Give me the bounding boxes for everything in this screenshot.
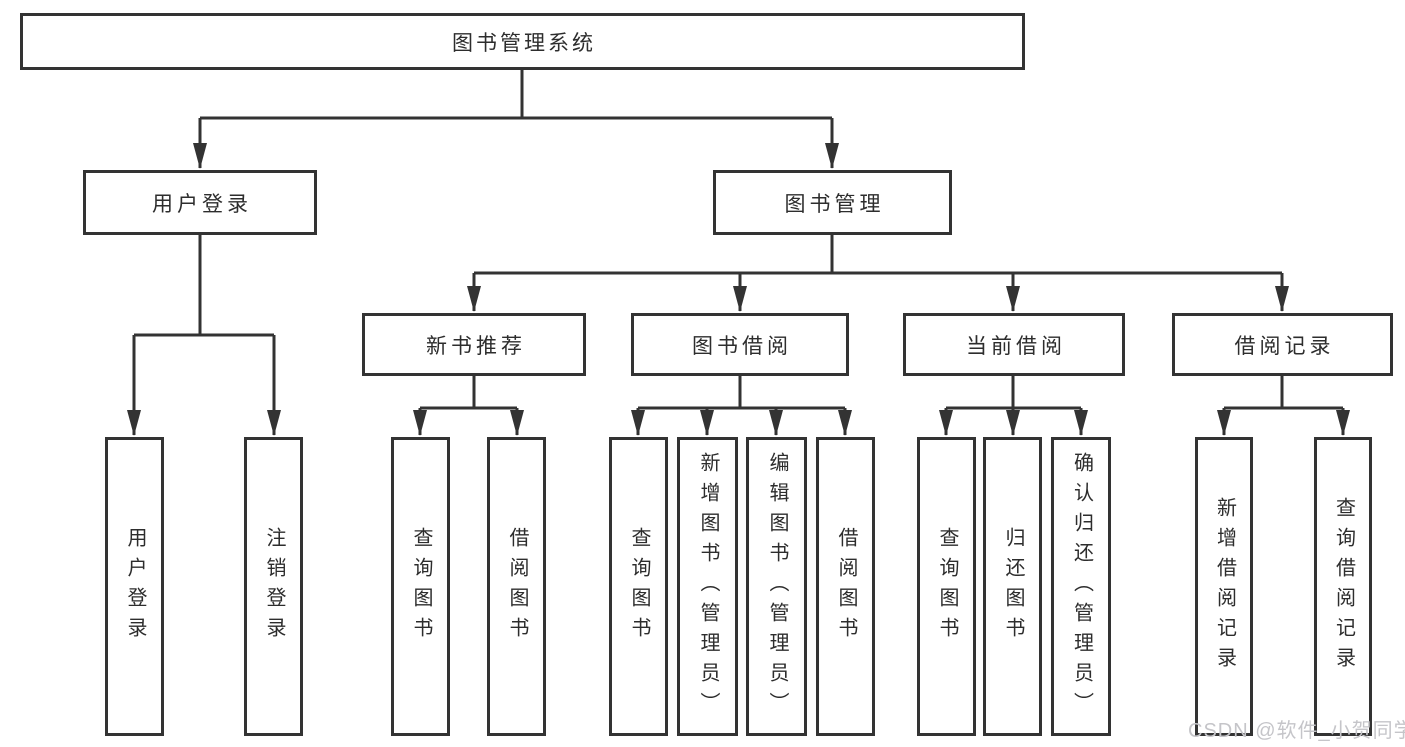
leaf-query-borrow-record-label: 查询借阅记录 — [1332, 496, 1355, 677]
leaf-add-borrow-record: 新增借阅记录 — [1195, 437, 1253, 736]
node-new-book-recommendation: 新书推荐 — [362, 313, 586, 376]
leaf-borrow-books-recommend: 借阅图书 — [487, 437, 546, 736]
watermark-text: CSDN @软件_小贺同学 — [1188, 720, 1405, 742]
leaf-query-books-recommend-label: 查询图书 — [410, 526, 432, 647]
leaf-logout-login-label: 注销登录 — [263, 526, 285, 647]
node-book-management: 图书管理 — [713, 170, 952, 235]
leaf-return-books-label: 归还图书 — [1002, 526, 1024, 647]
leaf-user-login-label: 用户登录 — [124, 526, 146, 647]
leaf-edit-books-admin: 编辑图书（管理员） — [746, 437, 807, 736]
node-borrowing-records-label: 借阅记录 — [1234, 334, 1335, 358]
leaf-query-books-borrowing-label: 查询图书 — [628, 526, 650, 647]
node-user-login-label: 用户登录 — [152, 192, 252, 216]
node-borrowing-records: 借阅记录 — [1172, 313, 1393, 376]
leaf-confirm-return-admin-label: 确认归还（管理员） — [1070, 451, 1093, 722]
leaf-query-books-current: 查询图书 — [917, 437, 976, 736]
leaf-query-books-current-label: 查询图书 — [936, 526, 958, 647]
leaf-query-books-recommend: 查询图书 — [391, 437, 450, 736]
leaf-borrow-books-label: 借阅图书 — [835, 526, 857, 647]
leaf-return-books: 归还图书 — [983, 437, 1042, 736]
leaf-query-borrow-record: 查询借阅记录 — [1314, 437, 1372, 736]
node-user-login: 用户登录 — [83, 170, 317, 235]
node-book-borrowing: 图书借阅 — [631, 313, 849, 376]
leaf-borrow-books-recommend-label: 借阅图书 — [506, 526, 528, 647]
leaf-add-books-admin: 新增图书（管理员） — [677, 437, 738, 736]
leaf-user-login: 用户登录 — [105, 437, 164, 736]
leaf-add-borrow-record-label: 新增借阅记录 — [1213, 496, 1236, 677]
node-root: 图书管理系统 — [20, 13, 1025, 70]
node-new-book-recommendation-label: 新书推荐 — [426, 334, 526, 358]
leaf-logout-login: 注销登录 — [244, 437, 303, 736]
leaf-edit-books-admin-label: 编辑图书（管理员） — [766, 451, 788, 722]
node-book-management-label: 图书管理 — [784, 192, 885, 216]
leaf-query-books-borrowing: 查询图书 — [609, 437, 668, 736]
node-book-borrowing-label: 图书借阅 — [692, 334, 792, 358]
node-current-borrowing: 当前借阅 — [903, 313, 1125, 376]
leaf-confirm-return-admin: 确认归还（管理员） — [1051, 437, 1111, 736]
leaf-add-books-admin-label: 新增图书（管理员） — [697, 451, 719, 722]
leaf-borrow-books: 借阅图书 — [816, 437, 875, 736]
node-root-label: 图书管理系统 — [452, 31, 596, 55]
node-current-borrowing-label: 当前借阅 — [966, 334, 1066, 358]
